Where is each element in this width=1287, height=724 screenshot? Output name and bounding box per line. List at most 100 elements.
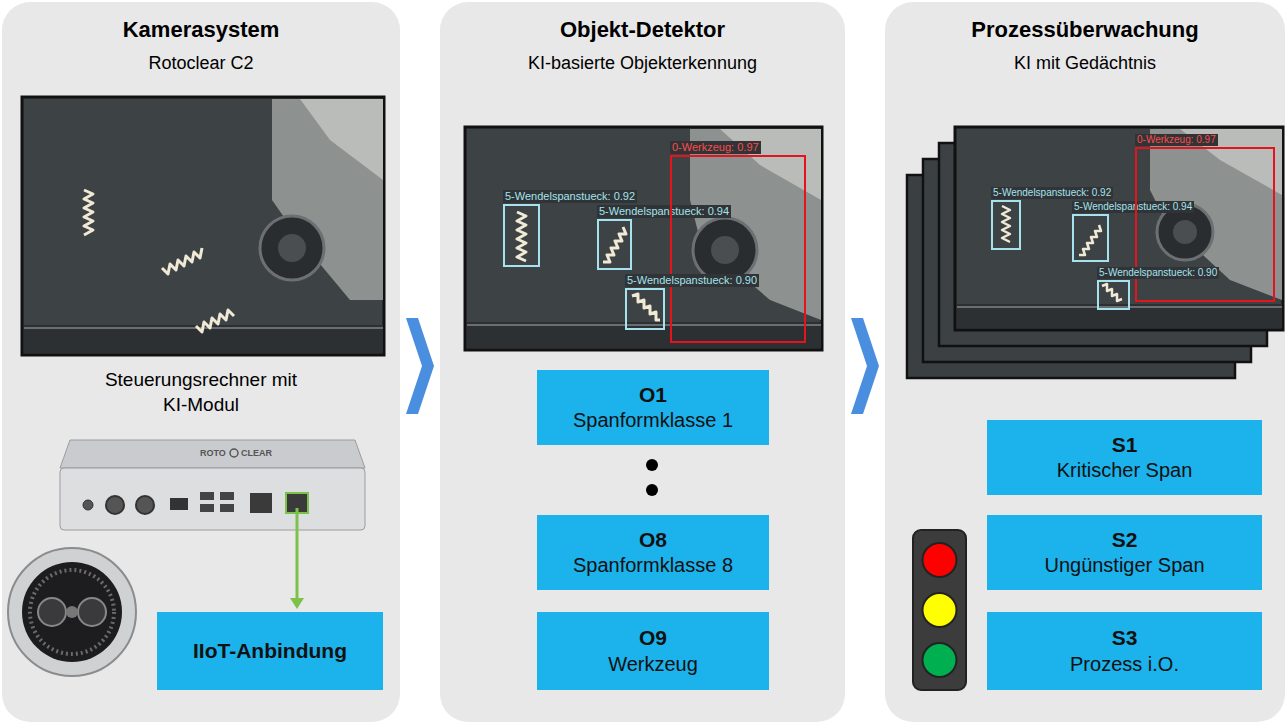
detection-label: 0-Werkzeug: 0.97 <box>670 141 761 154</box>
controller-device <box>60 440 365 530</box>
controller-device <box>60 440 365 468</box>
frame-image <box>957 306 1282 308</box>
camera-lens <box>66 606 78 618</box>
controller-device <box>106 496 124 514</box>
camera-image <box>22 97 384 355</box>
box-text: Ungünstiger Span <box>1044 553 1204 578</box>
chip <box>196 310 234 332</box>
chip <box>1002 206 1010 242</box>
class-box: O8Spanformklasse 8 <box>537 515 769 590</box>
frame-image <box>1173 220 1197 244</box>
link-arrow <box>290 508 304 609</box>
camera-lens <box>30 570 114 654</box>
controller-device <box>250 493 272 513</box>
detection-box: 5-Wendelspanstueck: 0.92 <box>991 200 1021 250</box>
detection-image <box>467 324 821 326</box>
box-text: Spanformklasse 1 <box>573 408 733 433</box>
traffic-light <box>913 530 966 690</box>
box-heading: O8 <box>639 527 667 553</box>
panel-subtitle: KI mit Gedächtnis <box>895 52 1275 75</box>
detection-box: 5-Wendelspanstueck: 0.92 <box>503 204 540 267</box>
monitoring-illustration <box>907 127 1283 690</box>
chip <box>1102 284 1122 301</box>
detection-box: 5-Wendelspanstueck: 0.94 <box>597 219 632 270</box>
panel-title: Kamerasystem <box>12 16 390 45</box>
controller-device <box>220 504 234 512</box>
camera-lens <box>38 598 66 626</box>
box-heading: O1 <box>639 382 667 408</box>
box-heading: O9 <box>639 625 667 651</box>
controller-device <box>230 449 238 457</box>
ellipsis-dots <box>646 484 658 496</box>
box-text: Prozess i.O. <box>1070 652 1179 677</box>
stage-panel: KamerasystemRotoclear C2Steuerungsrechne… <box>2 2 400 722</box>
detection-image <box>690 129 821 320</box>
output-box: IIoT-Anbindung <box>157 612 383 690</box>
controller-device <box>136 496 154 514</box>
device-logo: ROTO <box>200 447 226 459</box>
detection-box: 5-Wendelspanstueck: 0.94 <box>1072 214 1109 262</box>
box-text: Kritischer Span <box>1057 458 1193 483</box>
detection-label: 5-Wendelspanstueck: 0.90 <box>625 274 759 287</box>
frame-image <box>955 127 1283 330</box>
box-heading: S1 <box>1112 432 1138 458</box>
detection-label: 5-Wendelspanstueck: 0.94 <box>1072 201 1194 213</box>
detection-label: 5-Wendelspanstueck: 0.92 <box>991 187 1113 199</box>
controller-device <box>170 498 188 510</box>
status-box: S3Prozess i.O. <box>987 612 1262 690</box>
detection-image <box>711 236 739 264</box>
traffic-light <box>923 643 957 677</box>
camera-lens <box>8 548 136 676</box>
chip <box>603 227 626 262</box>
chip <box>84 190 93 235</box>
chip <box>84 190 234 332</box>
detection-image <box>465 127 822 350</box>
panel-title: Objekt-Detektor <box>450 16 835 45</box>
traffic-light <box>923 593 957 627</box>
controller-device <box>200 504 214 512</box>
frame-image <box>955 127 1283 330</box>
link-arrow <box>296 508 299 600</box>
detection-box: 5-Wendelspanstueck: 0.90 <box>1097 280 1130 310</box>
camera-image <box>260 216 324 280</box>
detection-label: 5-Wendelspanstueck: 0.94 <box>597 205 731 218</box>
stage-panel: Prozessüberwachung KI mit Gedächtnis 5-Wen… <box>885 2 1285 722</box>
camera-image <box>300 99 383 180</box>
camera-lens <box>22 562 122 662</box>
ellipsis-dots <box>646 459 658 471</box>
flow-chevron <box>851 318 879 414</box>
box-heading: S2 <box>1112 527 1138 553</box>
flow-chevron <box>406 318 434 414</box>
panel-subtitle: Rotoclear C2 <box>12 52 390 75</box>
camera-lens <box>78 598 106 626</box>
panel-title: Prozessüberwachung <box>895 16 1275 45</box>
class-box: O9Werkzeug <box>537 612 769 690</box>
camera-image <box>278 234 306 262</box>
detection-label: 5-Wendelspanstueck: 0.90 <box>1097 267 1219 279</box>
traffic-light <box>923 543 957 577</box>
ellipsis-dots <box>646 459 658 496</box>
box-heading: IIoT-Anbindung <box>193 638 347 664</box>
camera-lens <box>8 548 136 676</box>
controller-device <box>200 492 214 500</box>
detector-illustration <box>465 127 822 496</box>
detection-box: 5-Wendelspanstueck: 0.90 <box>625 288 665 330</box>
chip <box>162 248 202 274</box>
traffic-light <box>913 530 966 690</box>
device-logo: CLEAR <box>241 447 272 459</box>
detection-image <box>467 322 821 348</box>
stage-panel: Objekt-DetektorKI-basierte Objekterkennu… <box>440 2 845 722</box>
status-box: S2Ungünstiger Span <box>987 515 1262 590</box>
status-box: S1Kritischer Span <box>987 420 1262 495</box>
detection-label: 0-Werkzeug: 0.97 <box>1135 134 1218 146</box>
detection-image <box>693 218 757 282</box>
chip <box>1079 225 1101 255</box>
detection-box: 0-Werkzeug: 0.97 <box>670 155 806 343</box>
camera-image <box>22 97 384 355</box>
camera-illustration <box>8 97 384 676</box>
controller-device <box>83 500 93 510</box>
box-heading: S3 <box>1112 625 1138 651</box>
frame-image <box>957 304 1282 328</box>
